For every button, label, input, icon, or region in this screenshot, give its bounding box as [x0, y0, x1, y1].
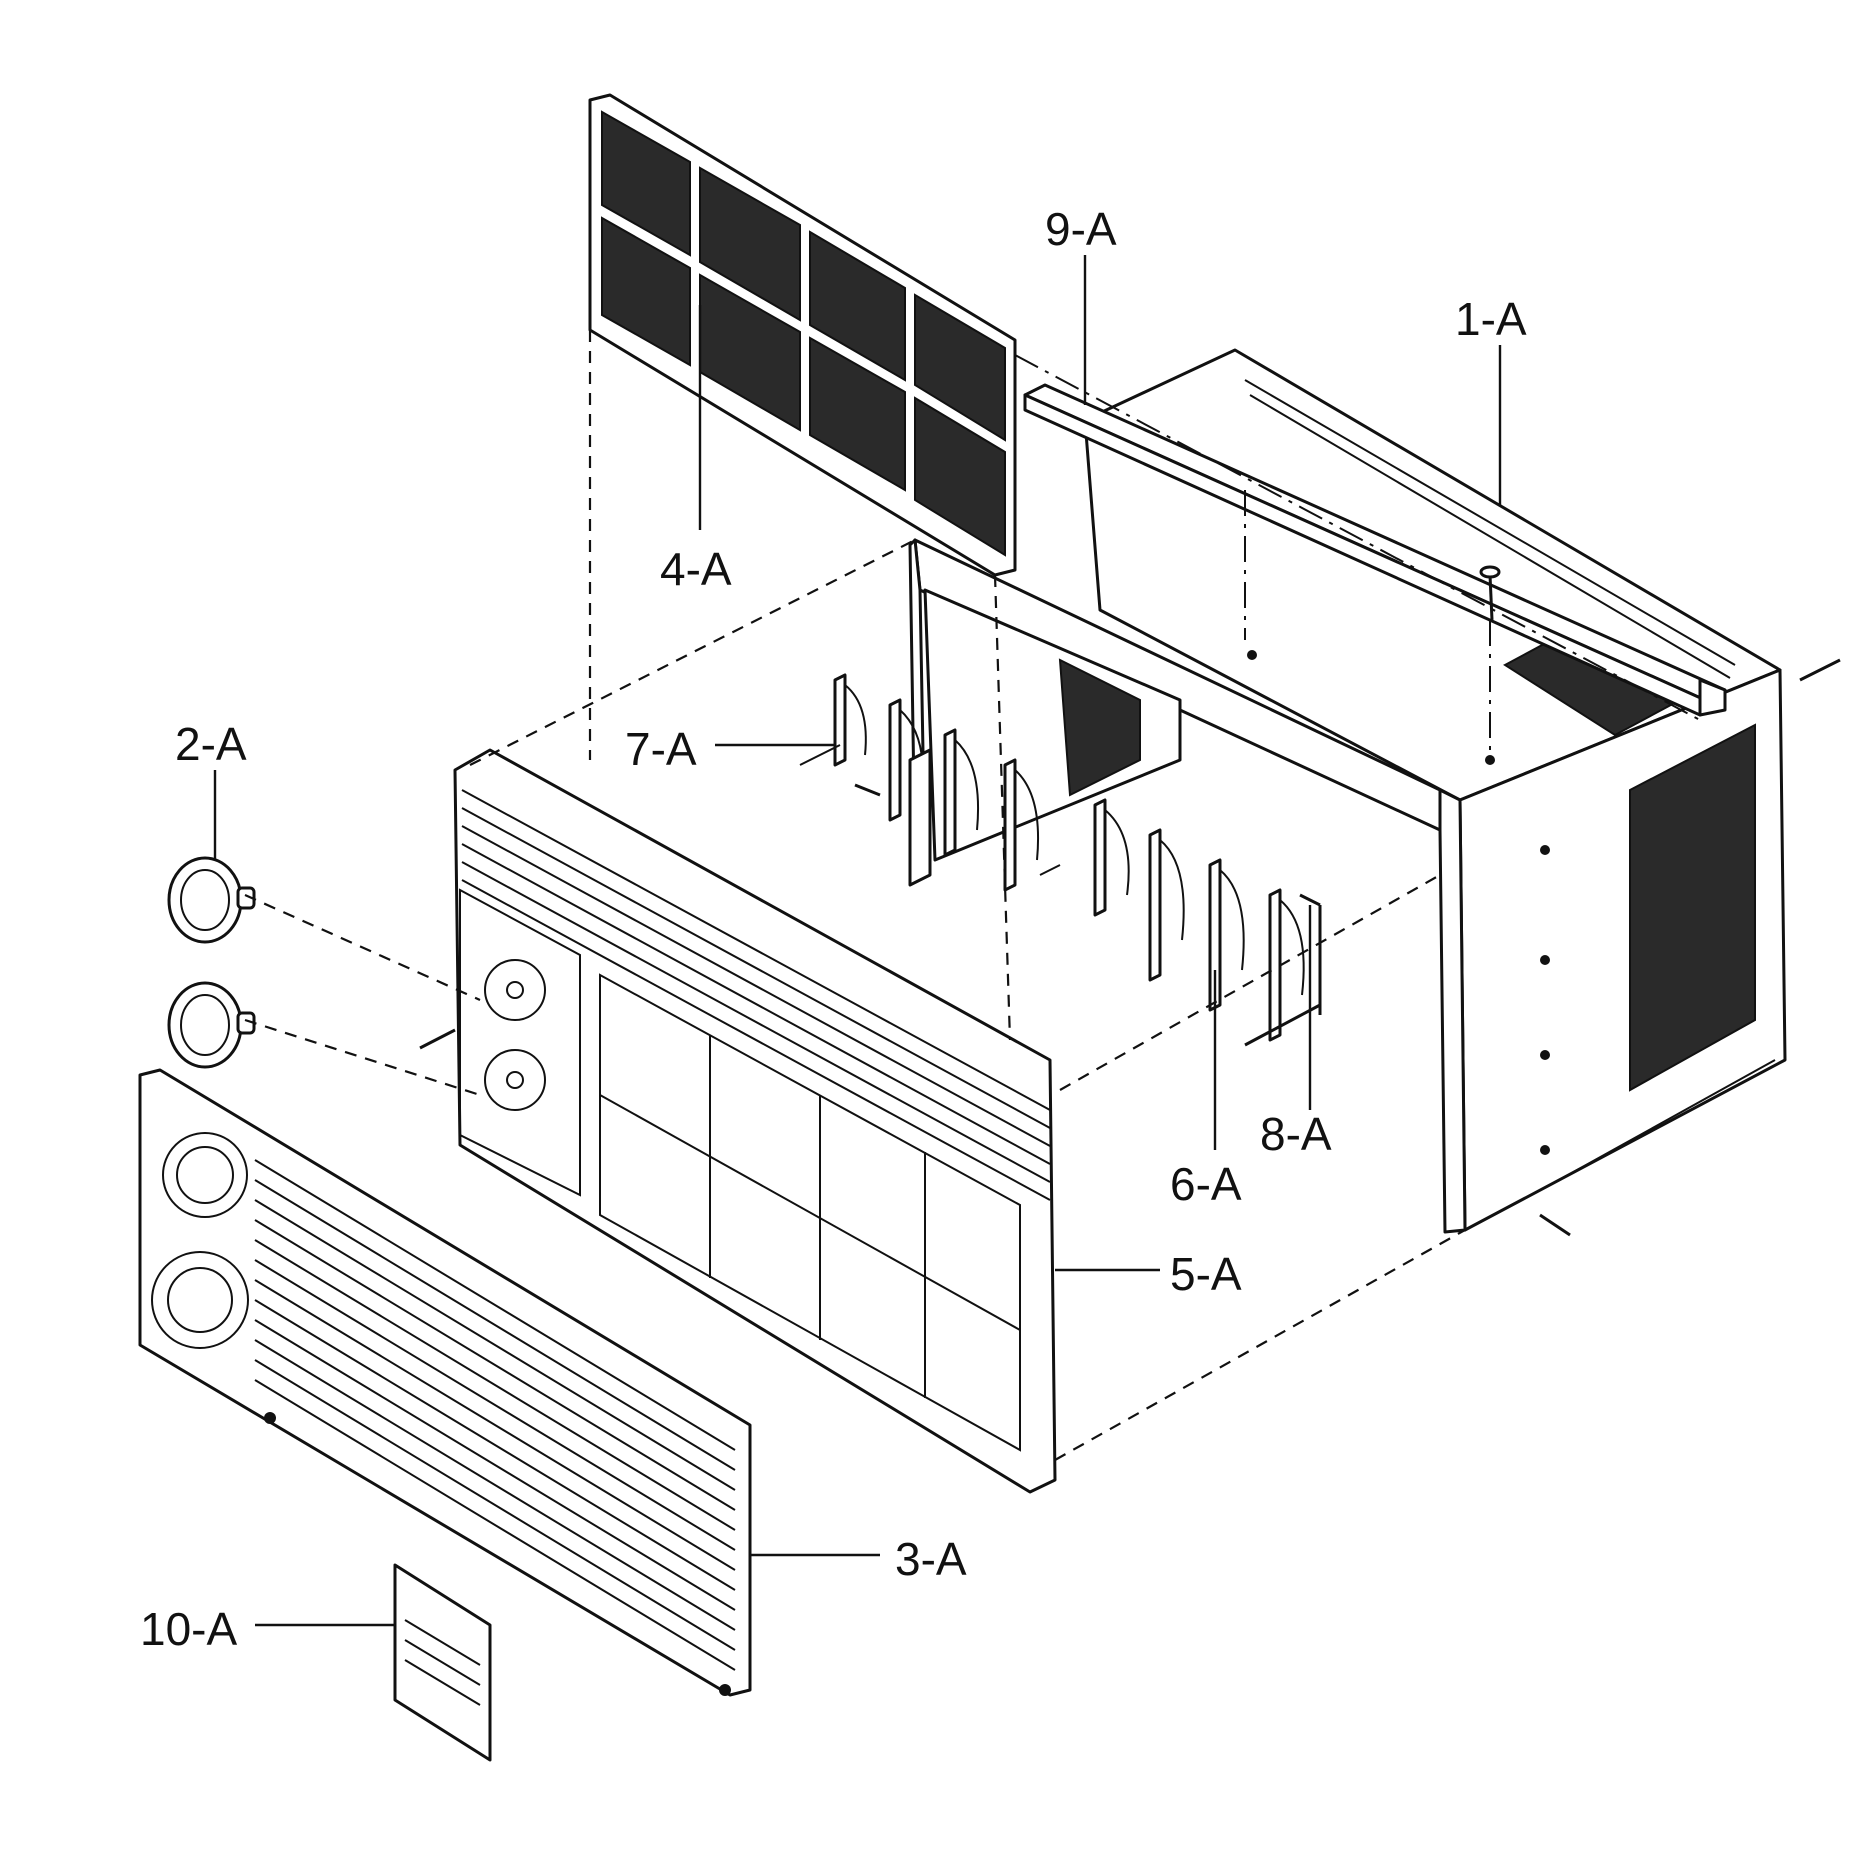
- assembly-lines: [244, 330, 1701, 1461]
- control-knob-lower: [167, 981, 256, 1069]
- label-3-a: 3-A: [895, 1533, 967, 1585]
- label-7-a: 7-A: [625, 723, 697, 775]
- front-panel-filter-frame: [599, 973, 1021, 1452]
- label-9-a: 9-A: [1045, 203, 1117, 255]
- label-6-a: 6-A: [1170, 1158, 1242, 1210]
- label-10-a: 10-A: [140, 1603, 237, 1655]
- top-rail: [1023, 383, 1727, 717]
- label-8-a: 8-A: [1260, 1108, 1332, 1160]
- louver-set-lower: [1093, 798, 1305, 1042]
- cabinet-wrapper: [1083, 348, 1787, 1234]
- louver-pivot-pin: [1244, 893, 1322, 1047]
- label-4-a: 4-A: [660, 543, 732, 595]
- control-knob-upper: [167, 856, 256, 944]
- screws: [419, 565, 1841, 1237]
- louver-set-upper: [799, 673, 1061, 892]
- front-grille: [138, 1068, 752, 1697]
- front-grille-slats: [254, 1159, 736, 1671]
- label-1-a: 1-A: [1455, 293, 1527, 345]
- side-vent-grille: [1629, 723, 1756, 1092]
- label-5-a: 5-A: [1170, 1248, 1242, 1300]
- front-panel: [453, 748, 1057, 1494]
- filter-mesh: [601, 110, 1006, 557]
- leader-lines: [213, 255, 1502, 1627]
- air-filter: [588, 93, 1017, 577]
- front-panel-louvers: [461, 789, 1051, 1201]
- label-2-a: 2-A: [175, 718, 247, 770]
- energy-label: [393, 1563, 492, 1762]
